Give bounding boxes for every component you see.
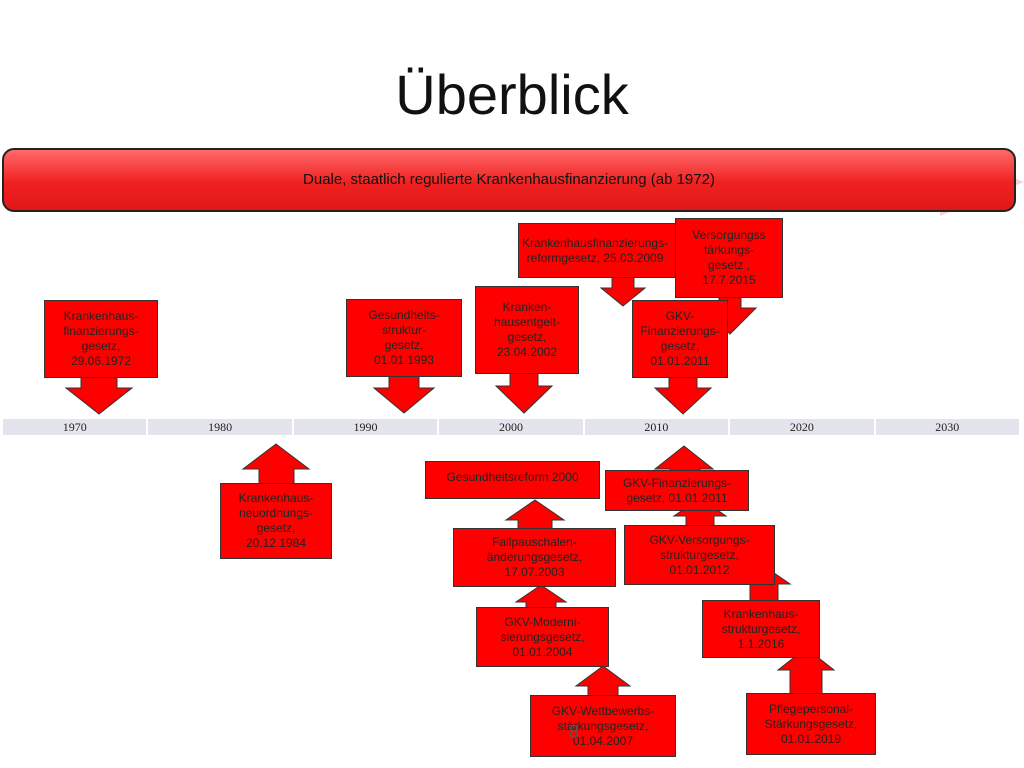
timeline-tick: 2030 — [875, 419, 1019, 435]
law-box-above: Krankenhaus- finanzierungs- gesetz, 29.0… — [44, 300, 158, 378]
arrow-down-gsg — [372, 375, 436, 414]
law-box-below: Krankenhaus- neuordnungs- gesetz, 20.12.… — [220, 483, 332, 559]
law-box-above: Krankenhausfinanzierungs- reformgesetz, … — [518, 223, 698, 278]
law-box-below: GKV-Versorgungs- strukturgesetz, 01.01.2… — [624, 525, 775, 585]
arrow-down-gkvfg — [653, 375, 713, 415]
law-box-above: Versorgungss tärkungs- gesetz , 17.7.201… — [675, 218, 783, 298]
banner-text: Duale, staatlich regulierte Krankenhausf… — [303, 170, 715, 188]
arrow-up-fpaeg — [504, 499, 566, 531]
page-number: 8 — [569, 722, 580, 742]
law-box-below: Fallpauschalen- änderungsgesetz, 17.07.2… — [453, 528, 616, 587]
timeline-tick: 2020 — [730, 419, 874, 435]
timeline-tick: 2000 — [439, 419, 583, 435]
timeline-tick: 2010 — [584, 419, 729, 435]
timeline-tick: 1990 — [293, 419, 438, 435]
law-box-above: GKV-Finanzierungs- gesetz, 01.01.2011 — [632, 300, 728, 378]
arrow-down-khentgg — [494, 372, 554, 414]
law-box-below: Pflegepersonal- Stärkungsgesetz, 01.01.2… — [746, 693, 876, 755]
law-box-below: GKV-Wettbewerbs- stärkungsgesetz, 01.04.… — [530, 695, 676, 757]
arrow-up-gmg — [514, 584, 568, 609]
law-box-above: Gesundheits- struktur- gesetz, 01.01.199… — [346, 299, 462, 377]
slide-title: Überblick — [395, 63, 629, 126]
arrow-up-gkvfg2 — [653, 445, 715, 473]
law-box-below: GKV-Moderni- sierungsgesetz, 01.01.2004 — [476, 607, 609, 667]
financing-banner: Duale, staatlich regulierte Krankenhausf… — [0, 146, 1024, 218]
timeline-tick: 1980 — [148, 419, 292, 435]
arrow-down-khg — [64, 375, 134, 415]
law-box-above: Kranken- hausentgelt- gesetz, 23.04.2002 — [475, 286, 579, 374]
timeline-tick: 1970 — [3, 419, 147, 435]
timeline-axis: 1970 1980 1990 2000 2010 2020 2030 — [3, 419, 1019, 435]
law-box-below: Gesundheitsreform 2000 — [425, 461, 600, 499]
law-box-below: Krankenhaus- strukturgesetz, 1.1.2016 — [702, 600, 820, 658]
arrow-up-khng — [241, 443, 311, 485]
arrow-up-gkvwsg — [574, 665, 632, 697]
banner-box: Duale, staatlich regulierte Krankenhausf… — [2, 148, 1016, 212]
law-box-below: GKV-Finanzierungs- gesetz, 01.01.2011 — [605, 470, 749, 511]
